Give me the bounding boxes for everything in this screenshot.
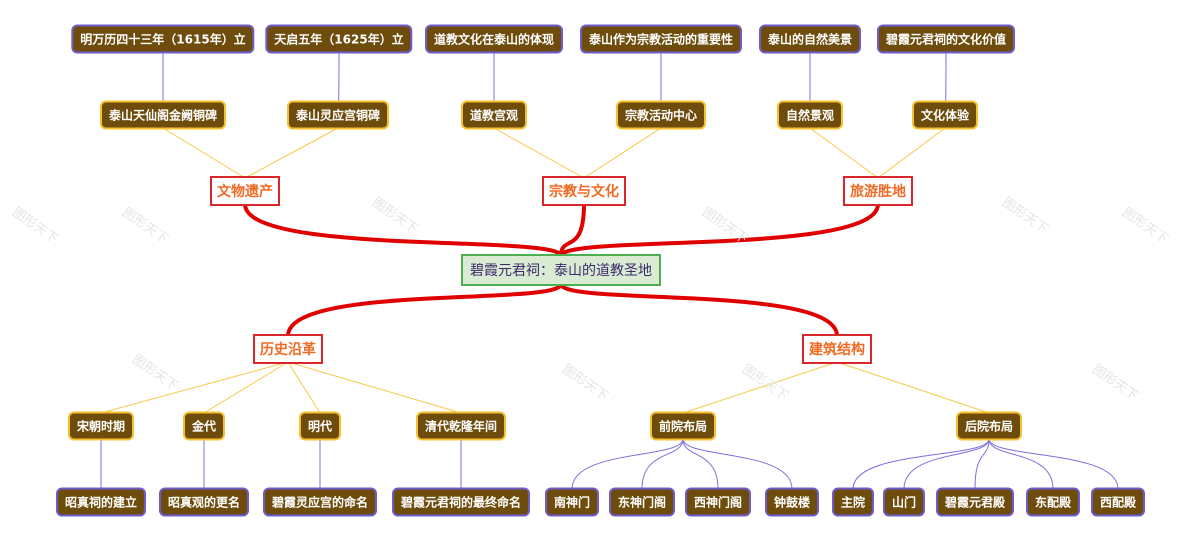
leaf-node[interactable]: 天启五年（1625年）立 [265, 24, 413, 54]
sub-branch-link [809, 127, 879, 179]
main-branch-link [559, 203, 586, 257]
sub-branch-link [244, 127, 339, 179]
leaf-node[interactable]: 道教文化在泰山的体现 [424, 24, 564, 54]
sub-branch-link [162, 127, 246, 179]
leaf-link [571, 438, 684, 490]
leaf-link [988, 438, 1054, 490]
sub-branch-link [100, 361, 289, 414]
subtopic-node[interactable]: 清代乾隆年间 [415, 411, 507, 441]
sub-branch-link [287, 361, 462, 414]
subtopic-node[interactable]: 自然景观 [776, 100, 844, 130]
leaf-node[interactable]: 南神门 [544, 487, 600, 517]
leaf-link [852, 438, 990, 490]
leaf-node[interactable]: 西配殿 [1090, 487, 1146, 517]
sub-branch-link [877, 127, 946, 179]
leaf-node[interactable]: 主院 [831, 487, 875, 517]
topic-node[interactable]: 历史沿革 [253, 334, 323, 364]
leaf-node[interactable]: 东配殿 [1025, 487, 1081, 517]
leaf-node[interactable]: 碧霞元君祠的文化价值 [876, 24, 1016, 54]
leaf-node[interactable]: 昭真祠的建立 [55, 487, 147, 517]
leaf-node[interactable]: 碧霞元君祠的最终命名 [391, 487, 531, 517]
subtopic-node[interactable]: 泰山天仙阁金阙铜碑 [99, 100, 227, 130]
sub-branch-link [583, 127, 662, 179]
topic-node[interactable]: 建筑结构 [802, 334, 872, 364]
main-branch-link [243, 203, 563, 258]
leaf-node[interactable]: 碧霞元君殿 [935, 487, 1015, 517]
topic-node[interactable]: 宗教与文化 [542, 176, 626, 206]
leaf-node[interactable]: 泰山的自然美景 [758, 24, 862, 54]
leaf-node[interactable]: 明万历四十三年（1615年）立 [71, 24, 255, 54]
topic-node[interactable]: 旅游胜地 [843, 176, 913, 206]
sub-branch-link [836, 361, 990, 414]
leaf-link [682, 438, 719, 490]
leaf-node[interactable]: 昭真观的更名 [158, 487, 250, 517]
subtopic-node[interactable]: 泰山灵应宫铜碑 [286, 100, 390, 130]
leaf-node[interactable]: 东神门阁 [608, 487, 676, 517]
subtopic-node[interactable]: 文化体验 [911, 100, 979, 130]
leaf-link [682, 438, 793, 490]
leaf-link [641, 438, 684, 490]
subtopic-node[interactable]: 明代 [298, 411, 342, 441]
subtopic-node[interactable]: 宋朝时期 [67, 411, 135, 441]
subtopic-node[interactable]: 宗教活动中心 [615, 100, 707, 130]
leaf-node[interactable]: 西神门阁 [684, 487, 752, 517]
subtopic-node[interactable]: 后院布局 [955, 411, 1023, 441]
topic-node[interactable]: 文物遗产 [210, 176, 280, 206]
leaf-link [988, 438, 1119, 490]
leaf-link [974, 438, 990, 490]
leaf-node[interactable]: 泰山作为宗教活动的重要性 [579, 24, 743, 54]
subtopic-node[interactable]: 道教宫观 [460, 100, 528, 130]
main-branch-link [286, 282, 563, 337]
leaf-node[interactable]: 山门 [882, 487, 926, 517]
leaf-node[interactable]: 钟鼓楼 [764, 487, 820, 517]
leaf-node[interactable]: 碧霞灵应宫的命名 [262, 487, 378, 517]
sub-branch-link [203, 361, 289, 414]
main-branch-link [559, 203, 880, 258]
sub-branch-link [287, 361, 321, 414]
sub-branch-link [682, 361, 838, 414]
leaf-link [903, 438, 990, 490]
sub-branch-link [493, 127, 585, 179]
subtopic-node[interactable]: 前院布局 [649, 411, 717, 441]
subtopic-node[interactable]: 金代 [182, 411, 226, 441]
central-topic[interactable]: 碧霞元君祠：泰山的道教圣地 [461, 254, 661, 286]
main-branch-link [559, 282, 839, 337]
